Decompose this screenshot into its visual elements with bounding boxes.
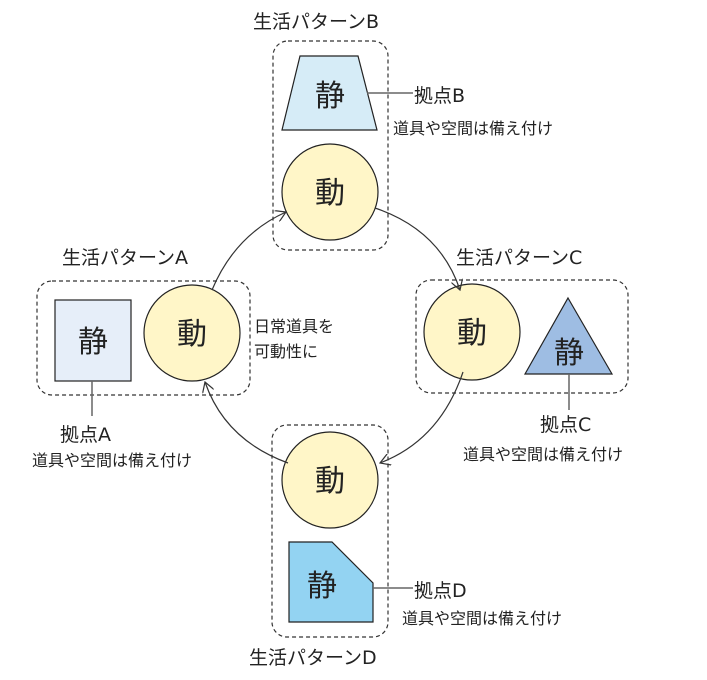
static-label-b: 静 xyxy=(315,79,345,114)
static-label-a: 静 xyxy=(78,325,108,360)
base-d-note: 道具や空間は備え付け xyxy=(402,609,562,628)
pattern-d-title: 生活パターンD xyxy=(249,647,377,669)
pattern-a-title: 生活パターンA xyxy=(62,247,188,269)
dynamic-circle-b xyxy=(281,143,379,241)
arrow-a-to-b xyxy=(211,212,286,291)
dynamic-circle-d xyxy=(281,431,379,529)
static-label-d: 静 xyxy=(307,569,337,604)
static-trapezoid-b xyxy=(281,55,378,131)
dynamic-label-b: 動 xyxy=(315,176,345,211)
dynamic-circle-c xyxy=(423,283,521,381)
arrow-b-to-c xyxy=(374,207,460,290)
pattern-b-title: 生活パターンB xyxy=(253,11,379,33)
arrow-d-to-a xyxy=(205,382,289,464)
base-b-label: 拠点B xyxy=(414,85,465,107)
static-square-a xyxy=(54,299,132,382)
pattern-c-title: 生活パターンC xyxy=(456,247,582,269)
note-a-line1: 日常道具を xyxy=(254,317,334,336)
pattern-d: 動 静 拠点D 道具や空間は備え付け 生活パターンD xyxy=(249,424,562,669)
dynamic-label-d: 動 xyxy=(315,464,345,499)
pattern-b-group-box xyxy=(272,40,389,251)
pattern-d-group-box xyxy=(271,424,389,638)
base-b-note: 道具や空間は備え付け xyxy=(393,119,553,138)
pattern-a: 生活パターンA 静 動 日常道具を 可動性に 拠点A 道具や空間は備え付け xyxy=(32,247,334,470)
static-snipped-rect-d xyxy=(288,541,374,623)
base-d-label: 拠点D xyxy=(414,580,467,602)
base-c-note: 道具や空間は備え付け xyxy=(463,445,623,464)
dynamic-label-c: 動 xyxy=(457,316,487,351)
note-a-line2: 可動性に xyxy=(254,342,318,361)
pattern-c-group-box xyxy=(415,279,629,394)
pattern-c: 生活パターンC 動 静 拠点C 道具や空間は備え付け xyxy=(415,247,629,464)
static-label-c: 静 xyxy=(554,336,584,371)
arrow-c-to-d xyxy=(380,371,464,463)
dynamic-circle-a xyxy=(143,284,241,382)
base-a-note: 道具や空間は備え付け xyxy=(32,451,192,470)
base-a-label: 拠点A xyxy=(60,424,111,446)
pattern-a-group-box xyxy=(36,280,251,396)
dynamic-label-a: 動 xyxy=(177,317,207,352)
base-c-label: 拠点C xyxy=(540,414,591,436)
pattern-b: 生活パターンB 静 動 拠点B 道具や空間は備え付け xyxy=(253,11,553,251)
